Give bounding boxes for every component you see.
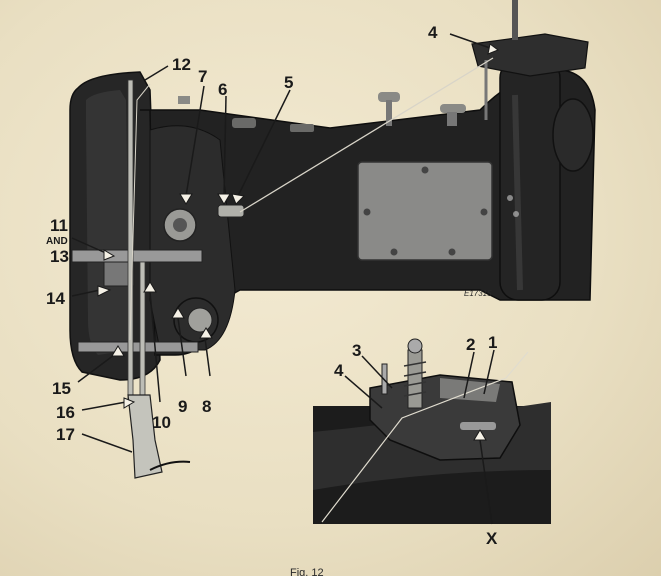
lower-bracket	[77, 341, 199, 353]
right-boss	[552, 98, 594, 172]
inset-thread	[321, 351, 529, 523]
presser-bar	[139, 261, 146, 413]
thread-end	[149, 460, 191, 471]
needle-bar	[127, 79, 134, 401]
inset-detail	[313, 338, 551, 524]
thread-guide	[217, 204, 245, 218]
callout-x: X	[486, 529, 498, 548]
top-bracket	[471, 33, 589, 77]
reference-number: E17315	[464, 289, 492, 298]
callout-10: 10	[152, 413, 171, 432]
callout-3: 3	[352, 341, 361, 360]
callout-16: 16	[56, 403, 75, 422]
inspection-plate	[357, 161, 493, 261]
column	[499, 59, 561, 301]
callout-14: 14	[46, 289, 65, 308]
callout-11: 11	[50, 216, 68, 235]
figure-caption: Fig. 12	[290, 567, 324, 576]
callout-13: 13	[50, 247, 69, 266]
inset-spring	[407, 349, 423, 409]
callout-4-top: 4	[428, 23, 438, 42]
callout-15: 15	[52, 379, 71, 398]
callout-12: 12	[172, 55, 191, 74]
presser-bar-bracket	[71, 249, 203, 263]
callout-8: 8	[202, 397, 211, 416]
callout-labels: 4 12 7 6 5 11 AND 13 14 15 16 17 10 9 8 …	[46, 23, 498, 576]
callout-1: 1	[488, 333, 497, 352]
callout-6: 6	[218, 80, 227, 99]
callout-7: 7	[198, 67, 207, 86]
thread-line	[239, 57, 494, 213]
column-highlight	[512, 94, 523, 291]
callout-4-inset: 4	[334, 361, 344, 380]
callout-17: 17	[56, 425, 75, 444]
callout-5: 5	[284, 73, 293, 92]
callout-9: 9	[178, 397, 187, 416]
arrowheads	[97, 43, 500, 441]
top-knobs	[178, 92, 466, 132]
presser-foot	[127, 394, 163, 479]
callout-and: AND	[46, 236, 68, 247]
face-cover-highlight	[86, 90, 130, 355]
leader-lines	[71, 33, 495, 525]
callout-2: 2	[466, 335, 475, 354]
